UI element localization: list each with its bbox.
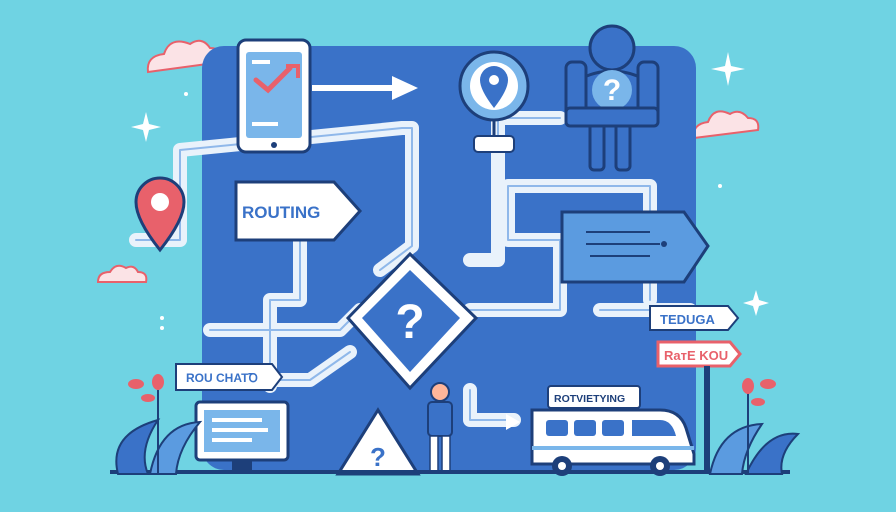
location-pin-red-icon — [134, 176, 186, 253]
rou-chatd-label: ROU CHATꝹ — [186, 371, 258, 385]
arrow-right-icon — [506, 414, 520, 430]
person-icon — [427, 382, 453, 473]
cloud-icon — [96, 264, 148, 283]
direction-sign — [560, 210, 710, 284]
arrow-right-icon — [312, 76, 418, 100]
smartphone-icon — [236, 38, 312, 154]
plant-icon — [708, 378, 801, 475]
routing-sign: ROUTING — [234, 180, 363, 242]
rou-chatd-sign: ROU CHATꝹ — [175, 363, 284, 391]
location-pin-icon — [458, 50, 530, 153]
teduga-label: TEDUGA — [660, 312, 716, 327]
question-mark: ? — [395, 296, 424, 349]
ground — [110, 470, 790, 474]
monitor-icon — [194, 400, 290, 470]
teduga-sign: TEDUGA — [649, 305, 740, 331]
plant-icon — [115, 374, 203, 475]
question-mark: ? — [603, 74, 621, 107]
van-sign-label: ROTVIETYING — [554, 393, 625, 405]
routing-label: ROUTING — [242, 203, 320, 222]
question-diamond-icon: ? — [345, 251, 479, 391]
cloud-icon — [692, 110, 760, 140]
van-icon: ROTVIETYING — [530, 385, 696, 476]
rate-kou-sign: RaтE KOU — [656, 340, 742, 470]
route-paths — [129, 111, 697, 427]
rate-kou-label: RaтE KOU — [664, 348, 728, 363]
question-figure-icon: ? — [564, 24, 660, 172]
question-mark: ? — [370, 442, 386, 472]
